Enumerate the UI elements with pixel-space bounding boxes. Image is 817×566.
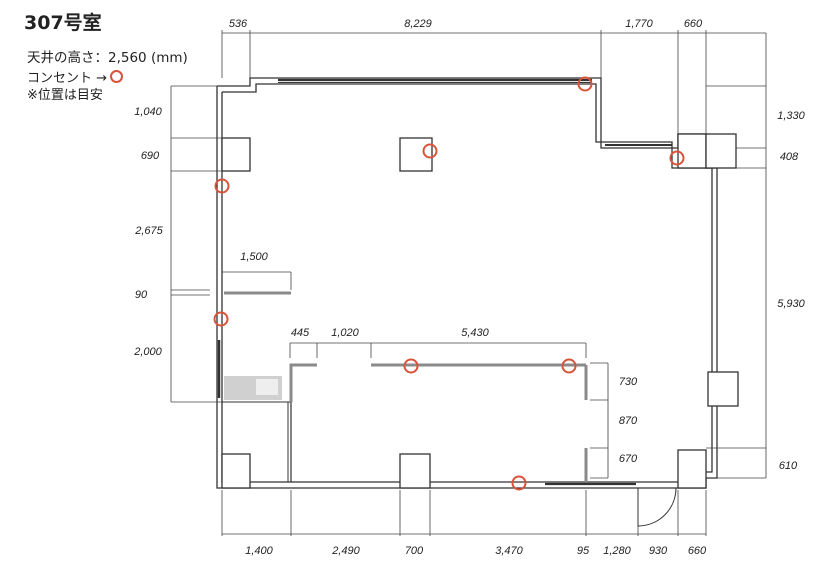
dimension-label-top-2: 8,229 xyxy=(404,18,432,30)
dimension-label-top-3: 1,770 xyxy=(625,18,653,30)
room-title: 307号室 xyxy=(24,12,102,34)
dimension-label-partition-row-1: 445 xyxy=(291,327,310,339)
dimension-label-bottom-6: 1,280 xyxy=(603,545,631,557)
dimension-label-right-2: 408 xyxy=(780,151,799,163)
outlet-marker-4 xyxy=(214,178,230,194)
dimension-label-bottom-3: 700 xyxy=(405,545,424,557)
outlet-marker-1 xyxy=(577,76,593,92)
kitchen-fixture xyxy=(224,376,282,400)
dimension-label-bottom-2: 2,490 xyxy=(331,545,360,557)
dimension-label-bottom-7: 930 xyxy=(649,545,668,557)
dimension-label-inner-top-1: 1,500 xyxy=(240,251,268,263)
outlet-legend-label: コンセント → xyxy=(27,71,108,86)
dimension-label-left-3: 2,675 xyxy=(134,225,163,237)
dimension-label-right-4: 610 xyxy=(779,460,798,472)
dimension-label-partition-row-3: 5,430 xyxy=(461,327,489,339)
dimension-label-inner-right-2: 870 xyxy=(619,415,638,427)
dimension-labels: 536 8,229 1,770 660 1,040 690 2,675 90 2,000 1,33… xyxy=(133,18,805,557)
dimension-label-right-1: 1,330 xyxy=(777,110,805,122)
dimension-label-bottom-8: 660 xyxy=(688,545,707,557)
partitions xyxy=(224,291,588,482)
dimension-label-inner-right-3: 670 xyxy=(619,453,638,465)
outlet-marker-2 xyxy=(669,150,685,166)
outlet-marker-8 xyxy=(511,475,527,491)
dimension-lines xyxy=(170,30,767,536)
dimension-label-top-1: 536 xyxy=(229,18,248,30)
dimension-label-left-1: 1,040 xyxy=(134,106,162,118)
outlets xyxy=(213,76,685,491)
outlet-marker-3 xyxy=(422,143,438,159)
dimension-label-left-2: 690 xyxy=(141,150,160,162)
dimension-label-right-3: 5,930 xyxy=(777,298,805,310)
outlet-legend-icon xyxy=(110,70,124,83)
outlet-legend: コンセント → ※位置は目安 xyxy=(27,70,124,104)
dimension-label-bottom-5: 95 xyxy=(577,545,590,557)
outlet-marker-7 xyxy=(561,358,577,374)
ceiling-height-label: 天井の高さ：2,560 (mm) xyxy=(27,50,188,66)
outlet-marker-5 xyxy=(213,311,229,327)
outlet-marker-6 xyxy=(403,358,419,374)
dimension-label-partition-row-2: 1,020 xyxy=(331,327,359,339)
dimension-label-left-5: 2,000 xyxy=(133,346,162,358)
dimension-label-top-4: 660 xyxy=(684,18,703,30)
dimension-label-inner-right-1: 730 xyxy=(619,376,638,388)
position-note: ※位置は目安 xyxy=(27,88,103,103)
dimension-label-bottom-4: 3,470 xyxy=(495,545,523,557)
dimension-label-left-4: 90 xyxy=(135,289,148,301)
walls xyxy=(216,77,739,527)
dimension-label-bottom-1: 1,400 xyxy=(245,545,273,557)
